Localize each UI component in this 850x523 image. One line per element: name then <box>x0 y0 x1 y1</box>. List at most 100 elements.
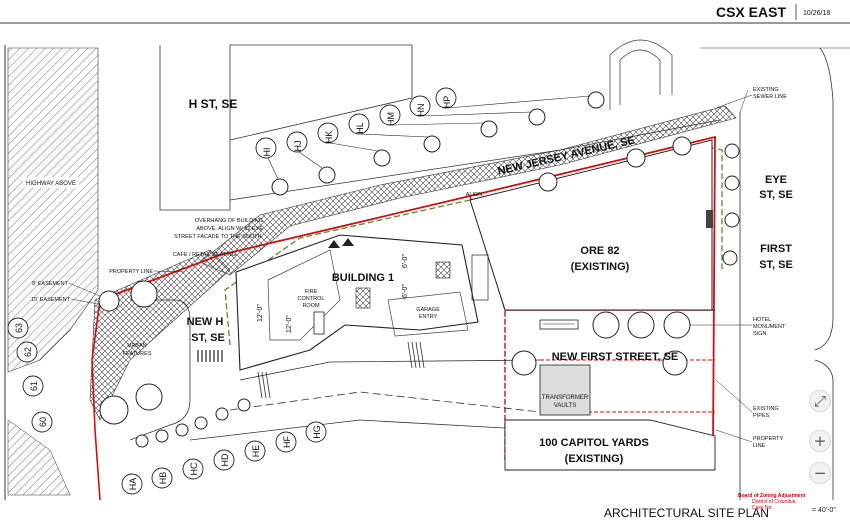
property-line-west <box>91 299 101 501</box>
ore-82-status: (EXISTING) <box>571 261 630 273</box>
tree-tag-hk: HK <box>324 131 334 144</box>
stair-core <box>355 287 371 309</box>
tree-tags-left <box>7 317 53 433</box>
street-h-st: H ST, SE <box>189 97 238 111</box>
street-new-first: NEW FIRST STREET, SE <box>552 351 679 363</box>
fit-to-page-button[interactable]: ⤢ <box>809 390 831 412</box>
tree-tag-hi: HI <box>262 148 272 157</box>
note-property-1: PROPERTY <box>753 436 783 442</box>
garage-ramp <box>387 291 469 337</box>
note-urban-1: URBAN <box>127 343 146 349</box>
note-sewer-1: EXISTING <box>753 87 779 93</box>
street-new-h-2: ST, SE <box>191 332 225 344</box>
plus-icon: + <box>813 432 827 450</box>
highway-label-bg <box>23 177 79 188</box>
elevator-core <box>313 311 325 335</box>
capitol-yards-status: (EXISTING) <box>565 453 624 465</box>
sheet-date: 10/26/18 <box>803 10 830 17</box>
note-easement-8: 8' EASEMENT <box>32 281 69 287</box>
first-st-east-curb <box>814 47 834 351</box>
note-pipes-2: PIPES <box>753 413 770 419</box>
tree-tag-63: 63 <box>14 323 24 333</box>
ore-82-door <box>706 210 713 228</box>
highway-label: HIGHWAY ABOVE <box>26 181 76 187</box>
first-st-east-curb-lower <box>814 359 834 500</box>
note-hotel-1: HOTEL <box>753 317 771 323</box>
transformer-vaults <box>539 364 591 416</box>
street-first-1: FIRST <box>760 243 792 255</box>
tree-tag-he: HE <box>251 445 261 458</box>
note-hotel-3: SIGN <box>753 331 766 337</box>
mech-room <box>435 261 451 279</box>
tree-tag-hm: HM <box>386 112 396 126</box>
note-align: ALIGN <box>466 192 483 198</box>
note-overhang-1: OVERHANG OF BUILDING <box>195 218 263 224</box>
garage-entry-line1: GARAGE <box>416 307 440 313</box>
tree-tag-hb: HB <box>158 472 168 485</box>
tree-tags-bottom <box>121 421 327 495</box>
stamp-line2: District of Columbia <box>752 499 796 505</box>
entry-marker-2 <box>342 238 354 246</box>
sewer-line-band-west <box>89 249 231 421</box>
note-cafe: CAFE / RETAIL SEATING <box>173 252 236 258</box>
note-sewer-2: SEWER LINE <box>753 94 787 100</box>
property-line-ore <box>469 195 506 460</box>
tree-tag-hp: HP <box>442 96 452 109</box>
tree-tag-hd: HD <box>220 453 230 466</box>
dim-12-west: 12'-0" <box>257 304 264 322</box>
minus-icon: − <box>813 464 827 482</box>
driveway-loop-outer <box>609 39 673 110</box>
ore-82-name: ORE 82 <box>580 245 619 257</box>
building-1-label: BUILDING 1 <box>332 272 394 284</box>
hotel-monument-sign <box>539 319 579 330</box>
dim-6-north: 6'-0" <box>402 254 409 268</box>
zoom-in-button[interactable]: + <box>809 430 831 452</box>
street-eye-2: ST, SE <box>759 189 793 201</box>
driveway-loop <box>619 49 661 105</box>
transformer-label-line2: VAULTS <box>554 403 576 409</box>
capitol-yards-footprint <box>504 419 716 471</box>
note-overhang-2: ABOVE. ALIGN W/ 82 EYE <box>196 226 263 232</box>
street-trees <box>98 91 740 448</box>
tree-tag-60: 60 <box>38 417 48 427</box>
tree-tag-leaders-top <box>267 95 591 180</box>
note-hotel-2: MONUMENT <box>753 324 786 330</box>
sheet-title: ARCHITECTURAL SITE PLAN <box>604 506 769 520</box>
note-urban-2: FEATURES <box>123 351 152 357</box>
stamp-line1: Board of Zoning Adjustment <box>738 493 806 499</box>
note-property-2: LINE <box>753 443 766 449</box>
note-easement-15: 15' EASEMENT <box>31 297 71 303</box>
zoom-out-button[interactable]: − <box>809 462 831 484</box>
project-title: CSX EAST <box>716 4 786 20</box>
new-first-north-curb <box>239 359 541 381</box>
dim-12-east: 12'-0" <box>286 315 293 333</box>
bza-stamp: Board of Zoning Adjustment District of C… <box>738 493 830 511</box>
street-new-h-1: NEW H <box>187 316 224 328</box>
loading-bay <box>471 254 489 301</box>
tree-tag-hn: HN <box>416 104 426 117</box>
new-first-south-curb <box>189 419 541 441</box>
fire-control-line2: CONTROL <box>298 296 325 302</box>
street-eye-1: EYE <box>765 174 787 186</box>
tree-tag-hj: HJ <box>293 141 303 152</box>
tree-tag-hc: HC <box>189 462 199 475</box>
note-pipes-1: EXISTING <box>753 406 779 412</box>
crosswalk-new-h <box>197 350 223 362</box>
h-street-curb <box>159 45 231 211</box>
tree-tag-hg: HG <box>312 425 322 439</box>
highway-hatch-lower <box>7 419 71 496</box>
transformer-label-line1: TRANSFORMER <box>542 395 589 401</box>
garage-entry-line2: ENTRY <box>419 314 438 320</box>
tree-tags-top <box>255 87 457 159</box>
fit-icon: ⤢ <box>813 392 826 410</box>
tree-tag-62: 62 <box>23 347 33 357</box>
new-first-centerline <box>229 391 541 413</box>
dim-6-south: 6'-0" <box>402 284 409 298</box>
highway-hatch <box>7 47 99 373</box>
new-h-curb <box>129 299 191 441</box>
stamp-line3: Case No. <box>752 505 773 511</box>
tree-tag-61: 61 <box>29 381 39 391</box>
tree-tag-hl: HL <box>355 122 365 134</box>
note-overhang-3: STREET FACADE TO THE SOUTH. <box>174 234 263 240</box>
